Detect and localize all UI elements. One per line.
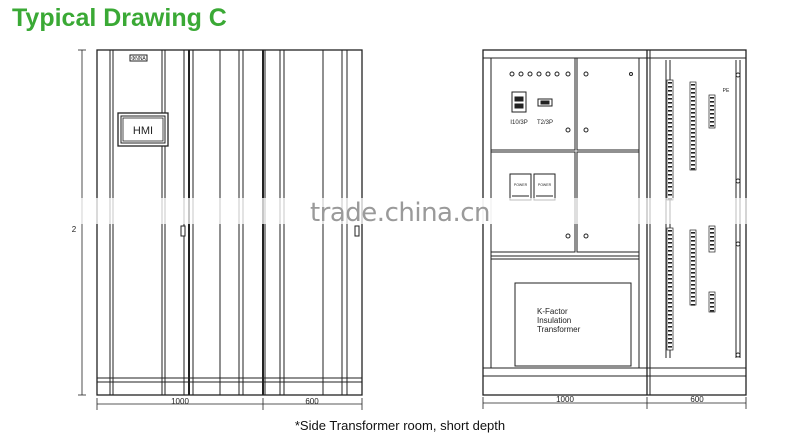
breaker-2 — [537, 98, 553, 107]
breaker-1 — [511, 91, 527, 113]
page-title: Typical Drawing C — [12, 4, 227, 32]
height-dimension-label: 2 — [72, 225, 77, 234]
front-dim-main-label: 1000 — [171, 397, 189, 406]
breaker-2-label: T2/3P — [537, 120, 553, 126]
internal-dim-side-label: 600 — [690, 395, 704, 404]
pe-label: PE — [723, 88, 730, 94]
transformer-label-line-3: Transformer — [537, 325, 581, 334]
caption: *Side Transformer room, short depth — [294, 418, 506, 433]
breaker-1-label: Ⅰ10/3P — [510, 120, 527, 126]
nameplate-label: ΦNNA — [131, 56, 146, 62]
transformer-box — [514, 282, 632, 367]
transformer-label-line-2: Insulation — [537, 316, 571, 325]
power-module-2-label: POWER — [538, 183, 552, 187]
nameplate — [129, 54, 148, 62]
door-handle — [180, 225, 186, 237]
watermark: trade.china.cn — [60, 198, 775, 228]
hmi-label: HMI — [133, 125, 153, 137]
power-module-1-label: POWER — [514, 183, 528, 187]
terminal-strip — [689, 81, 697, 171]
internal-width-dimension — [482, 397, 747, 409]
front-view — [78, 49, 363, 410]
indicator-lamps — [509, 71, 560, 77]
door-handle — [354, 225, 360, 237]
internal-dim-main-label: 1000 — [556, 395, 574, 404]
terminal-strip — [708, 225, 716, 253]
terminal-strip — [708, 94, 716, 129]
terminal-strip — [666, 227, 674, 351]
hmi-screen — [117, 112, 169, 147]
front-dim-side-label: 600 — [305, 397, 319, 406]
transformer-label-line-1: K-Factor — [537, 307, 568, 316]
terminal-strips — [666, 79, 716, 351]
watermark-text: trade.china.cn — [310, 198, 490, 228]
breaker-compartment — [490, 57, 576, 151]
